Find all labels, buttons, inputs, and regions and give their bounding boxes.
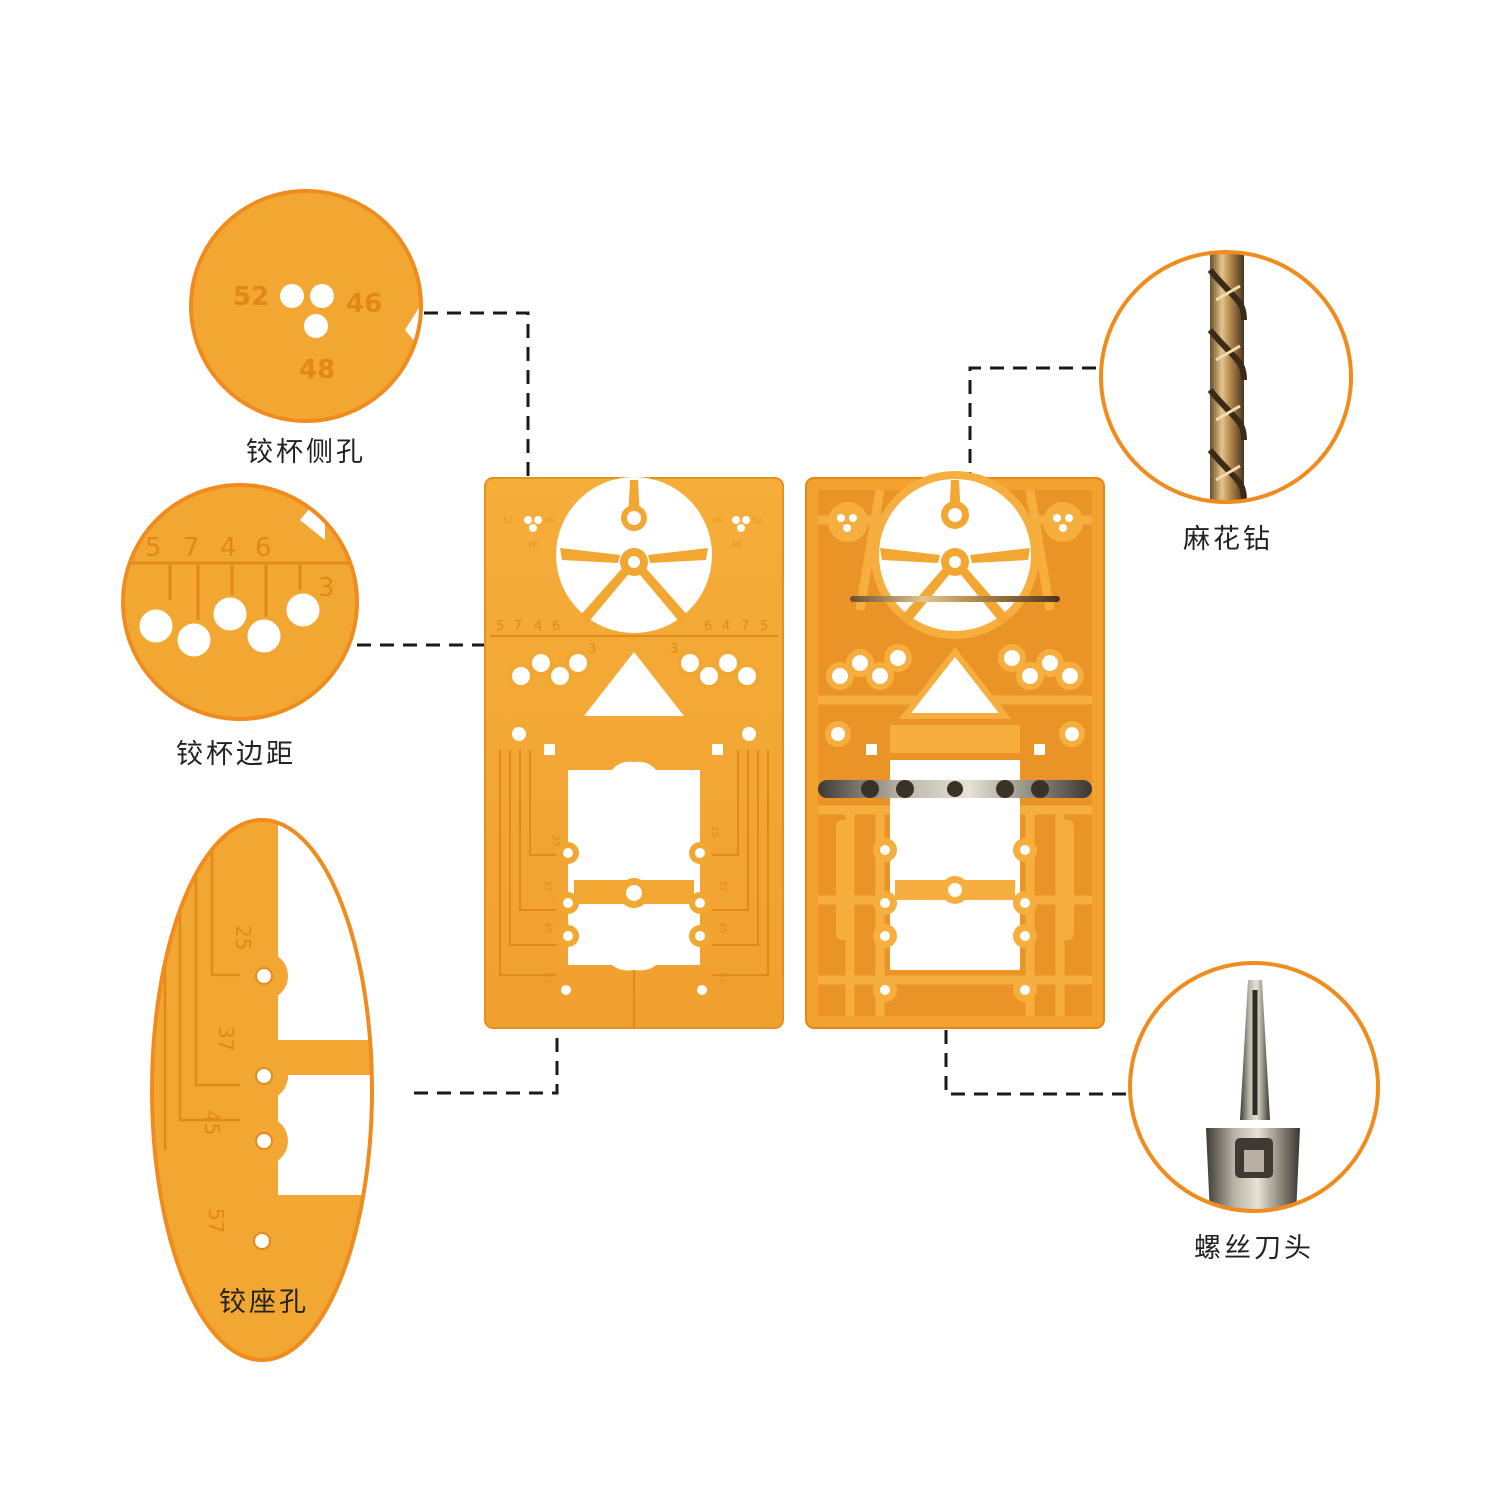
connector-side-holes [424,311,530,525]
plate-front-num-46-right: 46 [712,516,722,525]
plate-front-edge-7-left: 7 [514,619,522,634]
callout-screwdriver-bit [1128,961,1380,1213]
callout-twist-drill [1099,250,1353,504]
plate-front-num-52-left: 52 [503,516,513,525]
label-hinge-base-holes: 铰座孔 [219,1287,309,1318]
plate-front-base-25-left: 25 [550,835,560,846]
side-hole-number-52: 52 [233,282,269,312]
callout-hinge-base-holes: 25 37 45 57 [150,818,374,1362]
plate-front-edge-7-right: 7 [741,619,749,634]
callout-hinge-side-holes: 52 46 48 [189,189,423,423]
base-number-25: 25 [231,925,255,950]
plate-front-base-45-right: 45 [717,922,727,933]
plate-front-base-25-right: 25 [709,826,719,837]
label-screwdriver-bit: 螺丝刀头 [1194,1233,1314,1264]
label-twist-drill: 麻花钻 [1183,524,1273,555]
plate-front-base-37-right: 37 [717,880,727,891]
edge-number-4: 4 [220,533,237,563]
plate-front-num-48-right: 48 [731,540,741,549]
base-number-37: 37 [214,1026,238,1051]
plate-front-edge-4-right: 4 [722,619,730,634]
edge-number-5: 5 [145,533,162,563]
screwdriver-bit-stored [818,780,1092,798]
plate-front-base-45-left: 45 [542,922,552,933]
plate-front-edge-6-left: 6 [552,619,560,634]
plate-front-edge-5-right: 5 [760,619,768,634]
base-number-57: 57 [204,1208,228,1233]
screwdriver-bit-icon [1206,980,1300,1211]
edge-number-7: 7 [183,533,200,563]
plate-front-edge-4-left: 4 [534,619,542,634]
template-plate-back [805,471,1105,1029]
plate-front-edge-5-left: 5 [496,619,504,634]
plate-front-base-57-left: 57 [542,972,552,983]
side-hole-number-48: 48 [299,355,335,385]
edge-number-3: 3 [318,573,335,603]
label-hinge-side-holes: 铰杯侧孔 [246,437,366,468]
callout-hinge-edge-distance: 5 7 4 6 3 [121,483,359,721]
plate-front-edge-3-left: 3 [588,642,596,657]
plate-front-edge-6-right: 6 [704,619,712,634]
plate-front-num-52-right: 52 [752,516,762,525]
twist-drill-stored [850,596,1060,602]
template-plate-front: 52 46 48 46 52 48 5 7 4 6 3 3 6 4 7 5 [484,477,784,1029]
side-hole-number-46: 46 [346,289,382,319]
plate-front-edge-3-right: 3 [670,642,678,657]
base-number-45: 45 [200,1110,224,1135]
plate-front-num-48-left: 48 [527,540,537,549]
plate-front-base-37-left: 37 [542,880,552,891]
label-hinge-edge-distance: 铰杯边距 [176,739,296,770]
plate-front-num-46-left: 46 [544,516,554,525]
plate-front-base-57-right: 57 [717,972,727,983]
twist-drill-icon [1207,252,1247,502]
edge-number-6: 6 [255,533,272,563]
